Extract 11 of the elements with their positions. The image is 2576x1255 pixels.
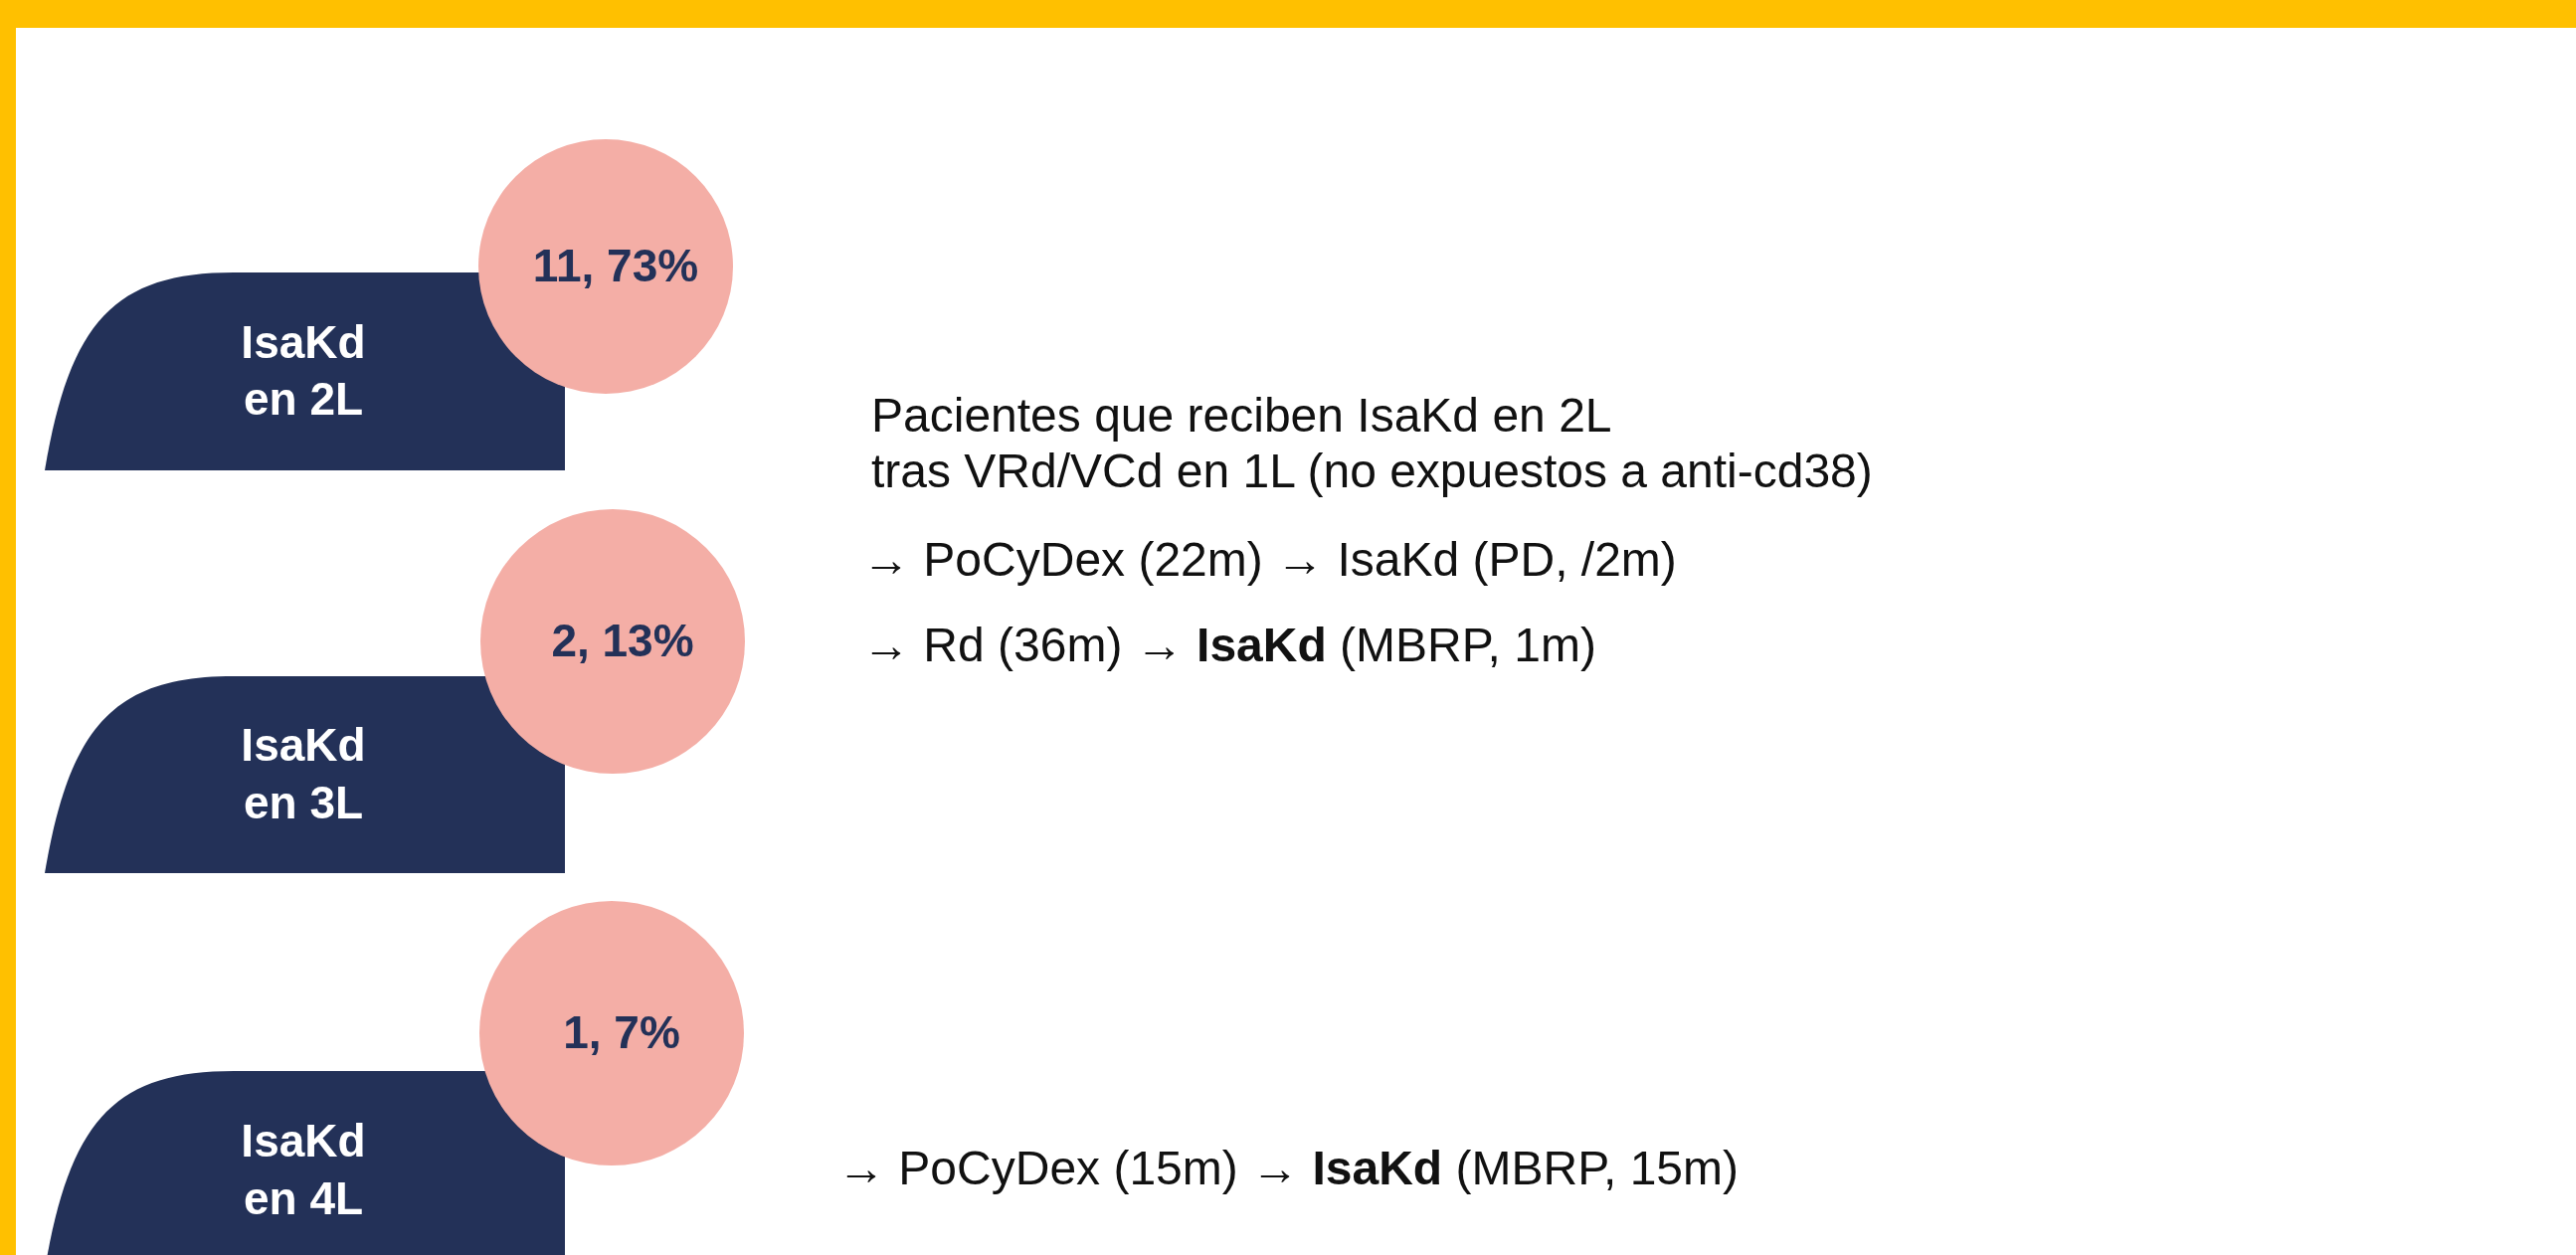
patient-count: 1, 7% xyxy=(562,1005,681,1059)
regimen-text: → Rd (36m) → IsaKd (MBRP, 1m) xyxy=(862,618,1596,672)
regimen-text: Pacientes que reciben IsaKd en 2L xyxy=(871,388,1612,443)
therapy-line-label: IsaKd en 2L xyxy=(240,314,367,427)
regimen-text: → PoCyDex (22m) → IsaKd (PD, /2m) xyxy=(862,532,1677,587)
patient-count: 2, 13% xyxy=(550,614,695,667)
therapy-line-label: IsaKd en 3L xyxy=(240,718,367,830)
regimen-text: tras VRd/VCd en 1L (no expuestos a anti-cd38) xyxy=(871,444,1873,498)
therapy-line-label: IsaKd en 4L xyxy=(240,1114,367,1226)
regimen-text: → PoCyDex (15m) → IsaKd (MBRP, 15m) xyxy=(837,1141,1739,1195)
patient-count: 11, 73% xyxy=(531,239,700,292)
